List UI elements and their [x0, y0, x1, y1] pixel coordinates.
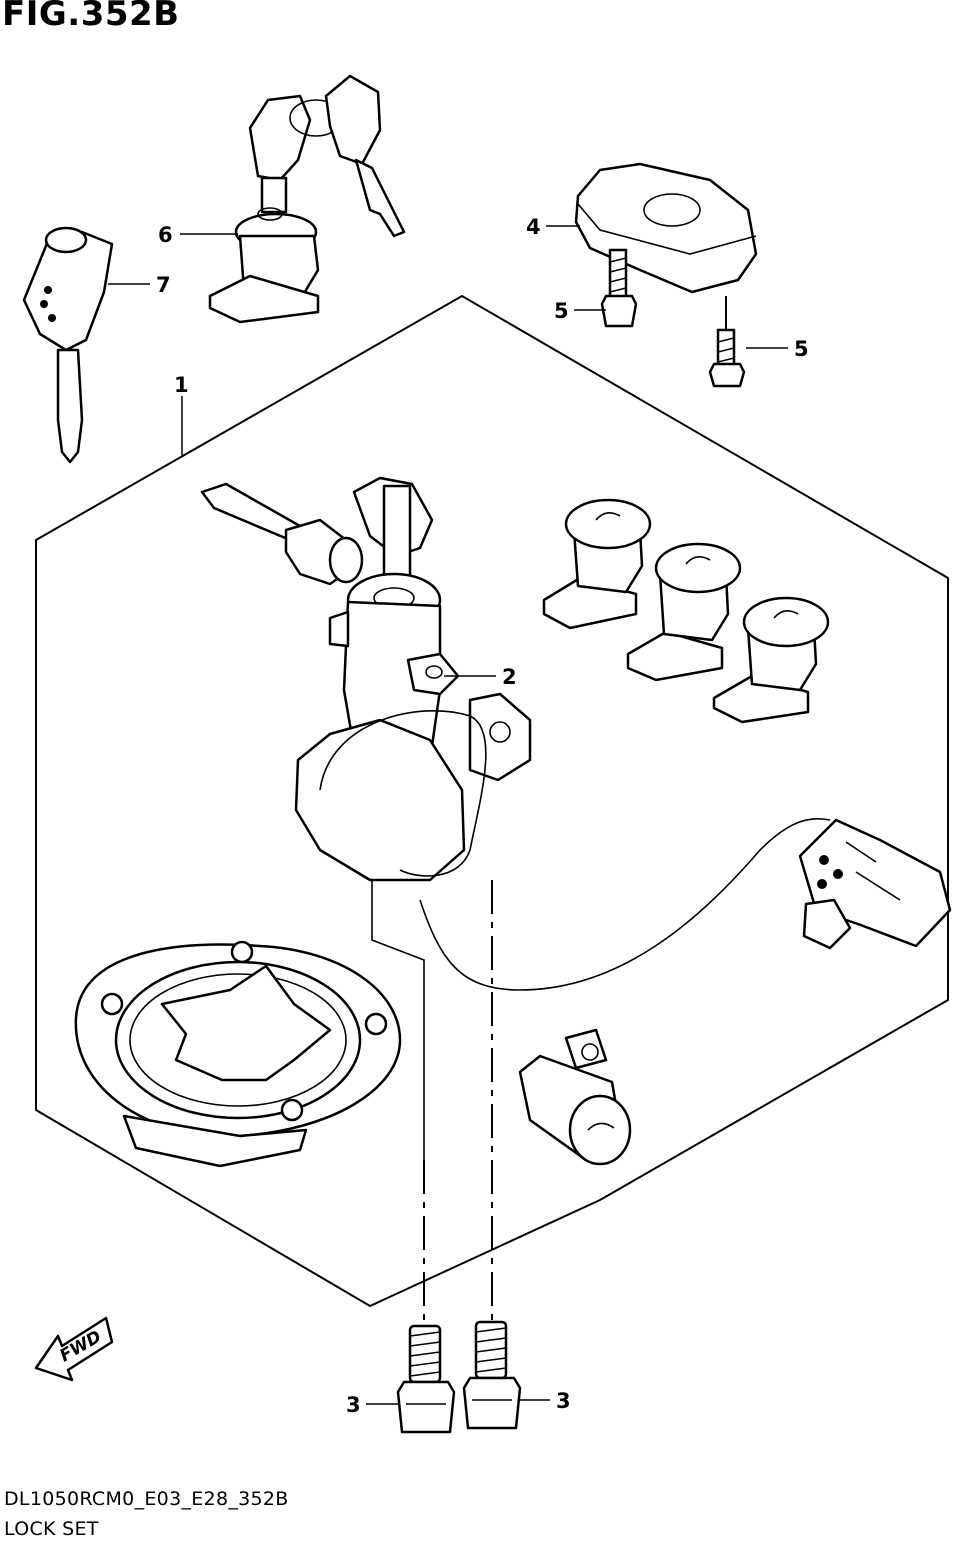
part-2-ignition-switch: [200, 476, 952, 991]
part-5-bolt-left: [600, 248, 638, 328]
callout-7: 7: [156, 273, 171, 297]
fwd-direction-arrow: FWD: [34, 1316, 114, 1382]
cylinder-lock-c: [712, 596, 830, 724]
callout-5-right: 5: [794, 337, 809, 361]
callout-5-left: 5: [554, 299, 569, 323]
model-code: DL1050RCM0_E03_E28_352B: [4, 1488, 289, 1510]
callout-2: 2: [502, 665, 517, 689]
part-5-bolt-right: [708, 328, 746, 388]
callout-1: 1: [174, 373, 189, 397]
steering-lock: [518, 1028, 632, 1166]
callout-3-right: 3: [556, 1389, 571, 1413]
cylinder-lock-b: [626, 542, 742, 682]
part-3-bolt-left: [396, 1324, 456, 1434]
fuel-tank-cap: [74, 940, 402, 1168]
part-4-cover: [574, 162, 758, 294]
switch-guide-line: [371, 880, 425, 1160]
part-7-ignition-key: [22, 226, 114, 464]
callout-4: 4: [526, 215, 541, 239]
figure-title: FIG.352B: [2, 0, 180, 34]
callout-6: 6: [158, 223, 173, 247]
lock-set-assembly-outline: [35, 294, 949, 1308]
callout-3-left: 3: [346, 1393, 361, 1417]
cylinder-lock-a: [542, 498, 652, 630]
part-3-bolt-right: [462, 1320, 522, 1430]
diagram-caption: LOCK SET: [4, 1518, 99, 1540]
part-6-seat-lock-with-keys: [208, 74, 406, 324]
